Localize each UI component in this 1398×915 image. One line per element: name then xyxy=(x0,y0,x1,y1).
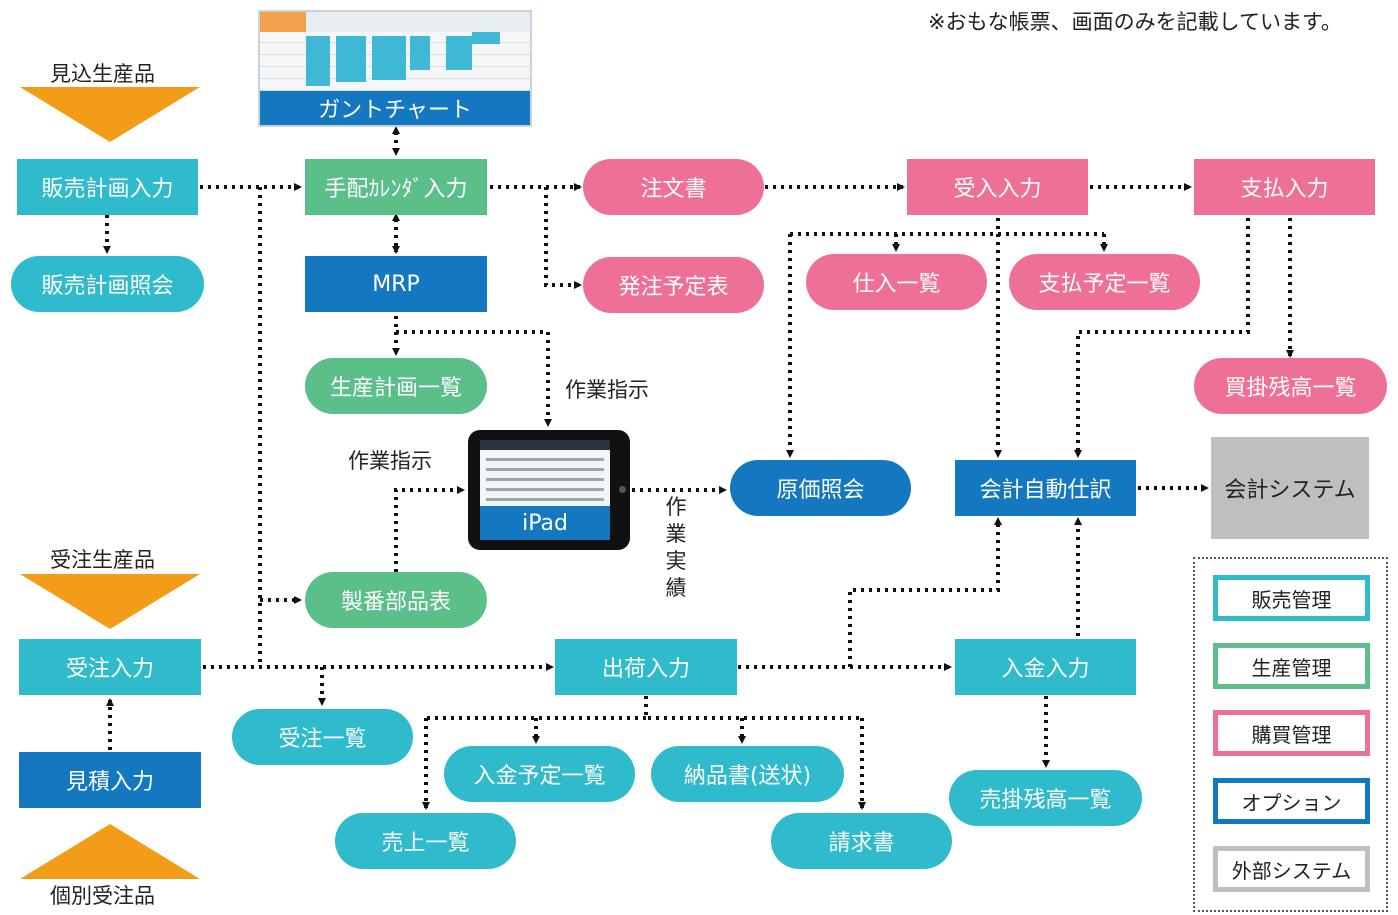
gantt-task-bar xyxy=(372,36,406,80)
edge-payment-journal xyxy=(1074,218,1250,458)
payment-input-node[interactable]: 支払入力 xyxy=(1194,159,1375,215)
receiving-input-node[interactable]: 受入入力 xyxy=(907,159,1088,215)
ipad-device[interactable]: iPad xyxy=(468,430,630,550)
receivable-balance-list-node[interactable]: 売掛残高一覧 xyxy=(949,770,1142,826)
category-order-arrow xyxy=(20,574,200,629)
order-list-node[interactable]: 受注一覧 xyxy=(232,709,413,765)
category-forecast-arrow xyxy=(20,87,200,142)
ipad-home-button xyxy=(619,486,626,493)
legend-production: 生産管理 xyxy=(1213,643,1370,689)
legend-external: 外部システム xyxy=(1213,846,1370,892)
footnote: ※おもな帳票、画面のみを記載しています。 xyxy=(928,10,1342,34)
ipad-screen-row xyxy=(486,468,604,471)
edge-mrp-ipad xyxy=(396,330,552,427)
delivery-slip-node[interactable]: 納品書(送状) xyxy=(651,746,844,802)
gantt-task-bar xyxy=(472,32,500,44)
category-individual-arrow xyxy=(20,824,200,879)
shipping-input-node[interactable]: 出荷入力 xyxy=(555,639,737,695)
order-schedule-node[interactable]: 発注予定表 xyxy=(583,257,764,313)
purchase-list-node[interactable]: 仕入一覧 xyxy=(806,254,987,310)
ipad-screen: iPad xyxy=(480,440,610,540)
category-order-label: 受注生産品 xyxy=(50,548,155,572)
legend-sales: 販売管理 xyxy=(1213,575,1370,621)
gantt-chart-screen[interactable]: ガントチャート xyxy=(258,10,532,127)
work-result-label: 作業実績 xyxy=(665,495,687,600)
gantt-task-bar xyxy=(336,36,366,82)
cost-inquiry-node[interactable]: 原価照会 xyxy=(730,460,911,516)
ipad-screen-row xyxy=(486,458,604,461)
ipad-screen-row xyxy=(486,488,604,491)
edge-bom-ipad xyxy=(394,486,465,572)
payment-schedule-list-node[interactable]: 支払予定一覧 xyxy=(1009,254,1200,310)
category-individual-label: 個別受注品 xyxy=(50,884,155,908)
ipad-screen-row xyxy=(486,478,604,481)
gantt-header-accent xyxy=(260,12,306,32)
order-input-node[interactable]: 受注入力 xyxy=(19,639,201,695)
sales-plan-view-node[interactable]: 販売計画照会 xyxy=(11,256,204,312)
bom-node[interactable]: 製番部品表 xyxy=(305,572,487,628)
category-forecast-label: 見込生産品 xyxy=(50,62,155,86)
ipad-screen-header xyxy=(480,440,610,450)
gantt-task-bar xyxy=(446,36,472,70)
purchase-order-node[interactable]: 注文書 xyxy=(583,159,764,215)
production-plan-list-node[interactable]: 生産計画一覧 xyxy=(305,358,487,414)
legend-purchasing: 購買管理 xyxy=(1213,710,1370,756)
deposit-schedule-list-node[interactable]: 入金予定一覧 xyxy=(444,746,635,802)
quote-input-node[interactable]: 見積入力 xyxy=(19,752,201,808)
legend-option: オプション xyxy=(1213,778,1370,824)
edge-arrangement-schedule xyxy=(544,187,582,289)
gantt-header xyxy=(260,12,530,32)
gantt-task-bar xyxy=(306,36,330,86)
payable-balance-list-node[interactable]: 買掛残高一覧 xyxy=(1194,358,1387,414)
mrp-node[interactable]: MRP xyxy=(305,256,487,312)
ipad-screen-row xyxy=(486,498,604,501)
edge-shipping-branch xyxy=(644,696,862,720)
sales-list-node[interactable]: 売上一覧 xyxy=(335,813,516,869)
invoice-node[interactable]: 請求書 xyxy=(771,813,952,869)
work-instruction-label-2: 作業指示 xyxy=(348,449,432,473)
legend: 販売管理 生産管理 購買管理 オプション 外部システム xyxy=(1193,557,1388,912)
deposit-input-node[interactable]: 入金入力 xyxy=(955,639,1136,695)
arrangement-calendar-input-node[interactable]: 手配ｶﾚﾝﾀﾞ入力 xyxy=(305,159,487,215)
gantt-grid-line xyxy=(260,90,530,91)
sales-plan-input-node[interactable]: 販売計画入力 xyxy=(17,159,198,215)
work-instruction-label-1: 作業指示 xyxy=(565,378,649,402)
gantt-chart-label: ガントチャート xyxy=(260,91,530,125)
gantt-task-bar xyxy=(410,36,430,70)
accounting-system-node[interactable]: 会計システム xyxy=(1211,437,1369,539)
ipad-label: iPad xyxy=(480,506,610,540)
auto-journal-node[interactable]: 会計自動仕訳 xyxy=(955,460,1136,516)
